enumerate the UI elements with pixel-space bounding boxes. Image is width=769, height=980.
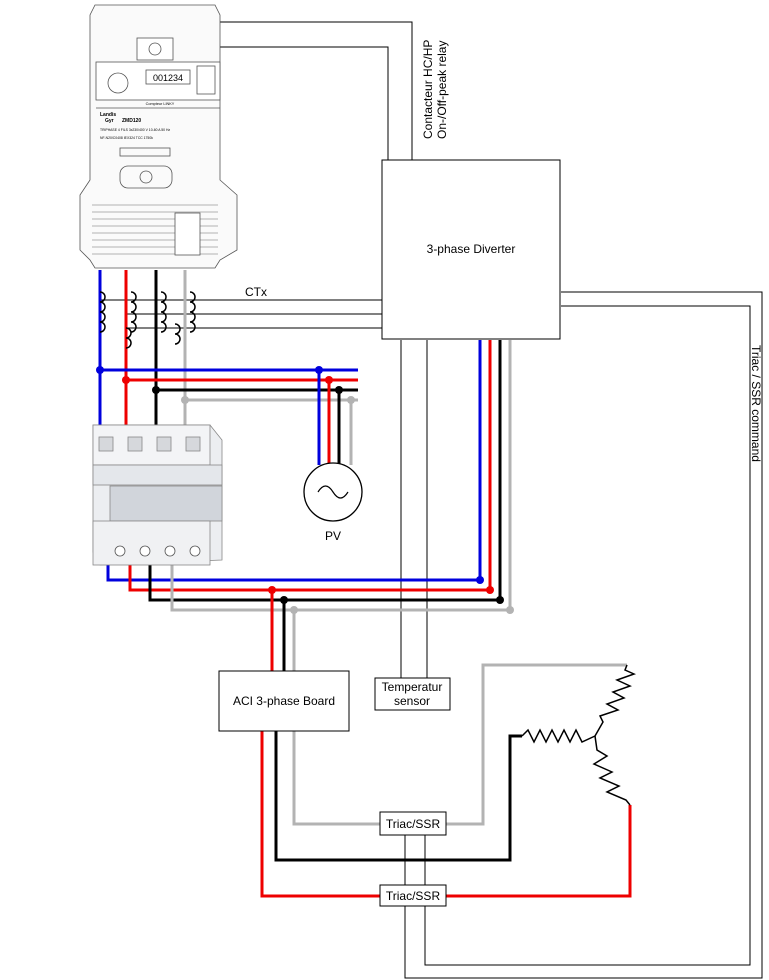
diverter-box: 3-phase Diverter <box>381 159 561 340</box>
temperature-sensor-box: Temperatur sensor <box>374 677 451 711</box>
meter-spec-row2: NF-N20/C0408 IEX324 TCC 1750k <box>100 136 153 140</box>
breaker-output-wires <box>106 340 512 671</box>
triac1-label: Triac/SSR <box>386 817 441 831</box>
meter-brand-line1: Landis <box>100 112 116 118</box>
temperature-label-line2: sensor <box>394 694 430 708</box>
meter-brand-line2: Gyr <box>105 118 114 124</box>
diverter-label: 3-phase Diverter <box>427 242 516 256</box>
triac-command-label: Triac / SSR command <box>749 345 763 462</box>
current-transformers <box>99 291 196 349</box>
triac-box-2: Triac/SSR <box>379 884 447 907</box>
meter-to-breaker-wires <box>98 270 187 425</box>
pv-label: PV <box>325 529 341 543</box>
temperature-label-line1: Temperatur <box>382 680 443 694</box>
relay-wires <box>220 21 413 160</box>
pv-feed-wires <box>100 368 358 465</box>
resistor-load <box>521 664 637 806</box>
relay-label-line2: On-/Off-peak relay <box>435 41 449 139</box>
ac-source-icon: PV <box>303 462 363 543</box>
junction-dots <box>96 366 355 404</box>
meter-spec-row1: TRIPHASE 4 FILS 3x230/400 V 10-60 A 50 H… <box>100 128 170 132</box>
triac-command-wires <box>404 291 763 979</box>
relay-label-line1: Contacteur HC/HP <box>421 40 435 139</box>
ctx-label: CTx <box>245 285 267 299</box>
meter-compteur-label: Compteur LINKY <box>146 102 175 106</box>
ct-signal-wires <box>100 299 382 329</box>
electricity-meter-icon <box>79 4 238 269</box>
meter-display: 001234 <box>153 73 183 83</box>
temperature-sensor-wires <box>400 340 428 678</box>
meter-text: 001234 Landis Gyr ZMD120 Compteur LINKY … <box>100 73 183 140</box>
four-pole-circuit-breaker-icon <box>92 424 223 566</box>
bus-junction-dots <box>268 576 514 614</box>
triac-box-1: Triac/SSR <box>379 811 447 836</box>
load-wires <box>260 663 632 898</box>
triac2-label: Triac/SSR <box>386 889 441 903</box>
aci-board-box: ACI 3-phase Board <box>218 670 350 732</box>
aci-board-label: ACI 3-phase Board <box>233 694 335 708</box>
meter-model: ZMD120 <box>122 118 141 124</box>
